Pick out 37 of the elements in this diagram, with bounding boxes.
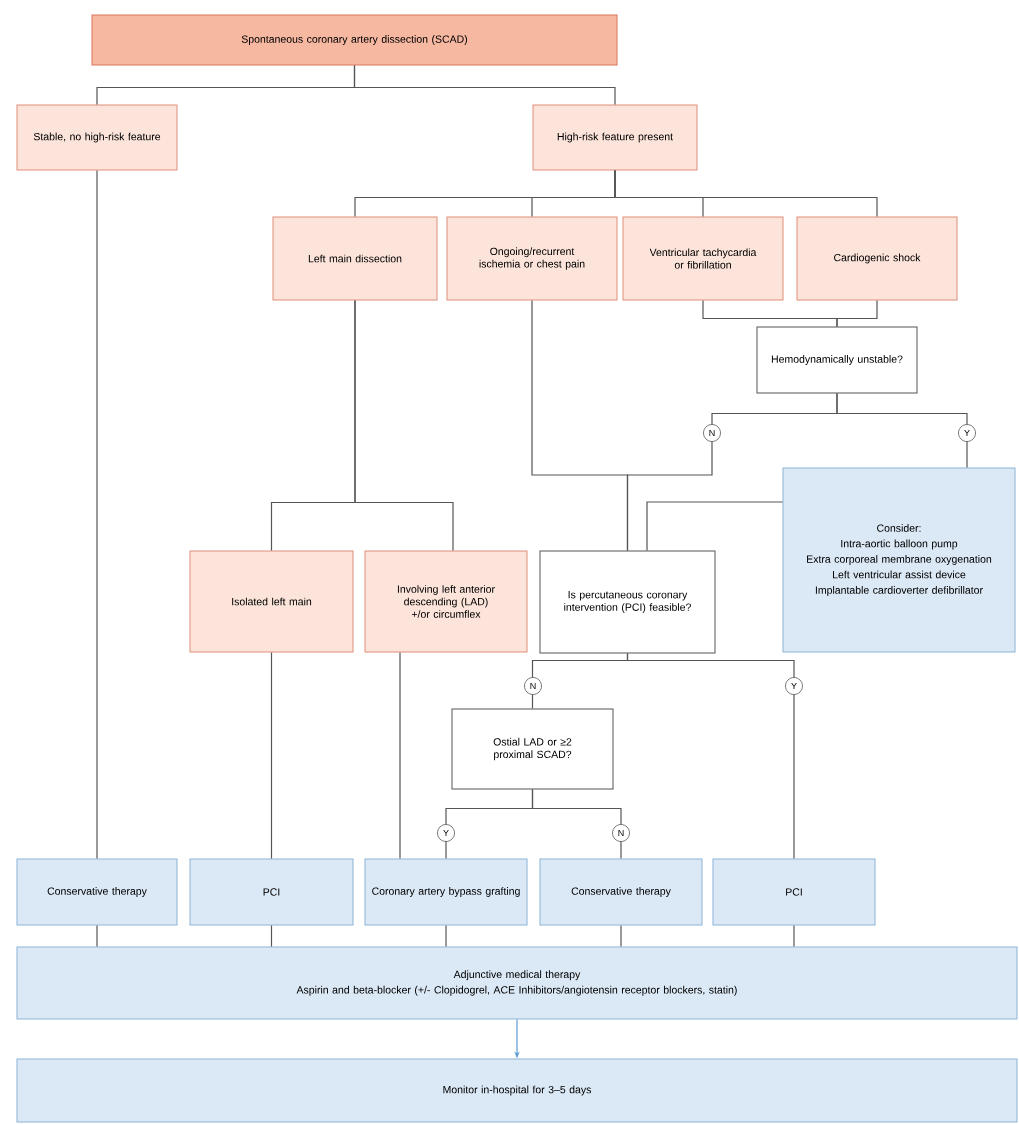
connector-line (354, 299, 454, 552)
connector-line (353, 64, 616, 106)
connector-line (270, 924, 273, 948)
connector-line (836, 392, 968, 469)
question-box: Is percutaneous coronary intervention (PCI) feasible? (539, 550, 716, 654)
category-box: Involving left anterior descending (LAD) +/or circumflex (364, 550, 528, 653)
connector-line (445, 924, 447, 948)
category-box: Left main dissection (272, 216, 438, 301)
connector-line (626, 652, 795, 860)
treatment-box: Consider: Intra-aortic balloon pump Extra corporeal membrane oxygenation Left ventricular assist device Implantable cardioverter defibrillator (782, 467, 1016, 653)
connector-line (531, 299, 629, 552)
therapy-banner: Adjunctive medical therapy Aspirin and beta-blocker (+/- Clopidogrel, ACE Inhibitors/angiotensin receptor blockers, statin) (16, 946, 1018, 1020)
question-box: Hemodynamically unstable? (756, 326, 918, 394)
category-box: Ventricular tachycardia or fibrillation (622, 216, 784, 301)
treatment-box: Conservative therapy (16, 858, 178, 926)
connector-line (96, 169, 98, 860)
connector-line (793, 924, 795, 948)
connector-line (270, 651, 273, 860)
connector-line (531, 788, 622, 860)
connector-line (96, 924, 98, 948)
connector-line (836, 299, 878, 328)
connector-line (620, 924, 622, 948)
question-box: Ostial LAD or ≥2 proximal SCAD? (451, 708, 614, 790)
treatment-box: PCI (712, 858, 876, 926)
category-box: Ongoing/recurrent ischemia or chest pain (446, 216, 618, 301)
treatment-box: PCI (189, 858, 354, 926)
treatment-box: Coronary artery bypass grafting (364, 858, 528, 926)
connector-line (614, 169, 878, 218)
category-box: Stable, no high-risk feature (16, 104, 178, 171)
category-box: High-risk feature present (532, 104, 698, 171)
connector-line (399, 651, 401, 860)
category-box: Isolated left main (189, 550, 354, 653)
treatment-box: Conservative therapy (539, 858, 703, 926)
therapy-banner: Monitor in-hospital for 3–5 days (16, 1058, 1018, 1123)
category-box: Cardiogenic shock (796, 216, 958, 301)
connector-line (646, 501, 784, 552)
header-box: Spontaneous coronary artery dissection (SCAD) (91, 14, 618, 66)
